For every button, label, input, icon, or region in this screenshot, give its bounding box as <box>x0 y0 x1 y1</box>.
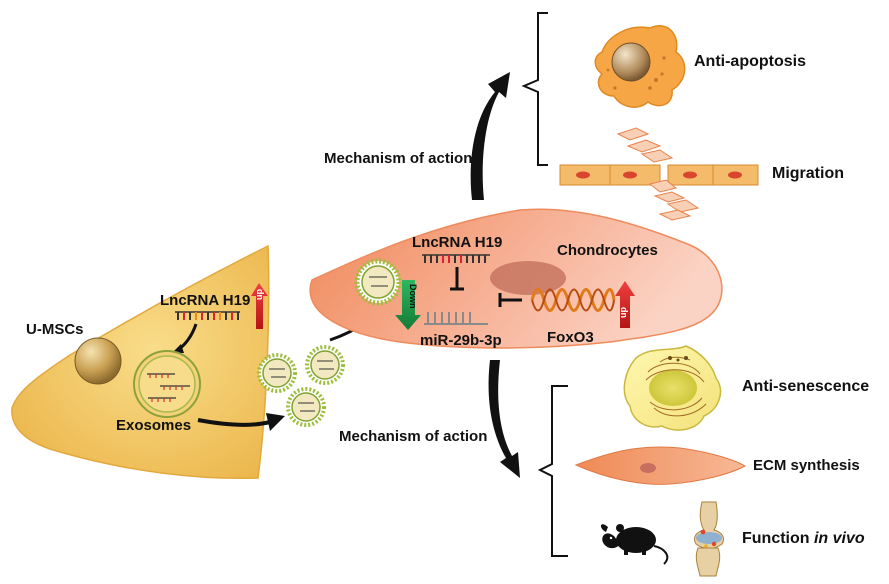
ecm-cell-illustration <box>574 446 747 485</box>
foxo3-label: FoxO3 <box>547 329 594 346</box>
up-text-umsc: up <box>254 289 264 300</box>
mir-strand <box>424 312 488 325</box>
up-arrow-foxo3 <box>615 281 635 328</box>
mouse-icon <box>600 524 669 565</box>
chondrocyte-nucleus <box>490 261 566 295</box>
exosome-in-umsc <box>133 350 201 418</box>
apoptosis-cell-illustration <box>594 25 686 108</box>
mechanism-top-label: Mechanism of action <box>324 150 473 167</box>
mir-29b-3p-label: miR-29b-3p <box>420 332 502 349</box>
exosome-in-chondrocyte <box>354 258 402 306</box>
senescence-cell-illustration <box>623 345 722 431</box>
up-text-foxo3: up <box>618 307 628 318</box>
released-exosomes <box>257 345 345 427</box>
up-arrow-umsc <box>251 283 268 329</box>
chondrocytes-label: Chondrocytes <box>557 242 658 259</box>
bracket-top <box>521 12 548 166</box>
anti-apoptosis-label: Anti-apoptosis <box>694 53 806 70</box>
arrow-umsc-to-exosomes <box>197 418 271 427</box>
arrow-mechanism-down <box>488 360 520 478</box>
lncrna-h19-label-chondro: LncRNA H19 <box>412 234 503 251</box>
ecm-synthesis-label: ECM synthesis <box>753 457 860 474</box>
function-italic: in vivo <box>813 530 865 547</box>
u-mscs-label: U-MSCs <box>26 321 84 338</box>
foxo3-helix <box>530 288 616 312</box>
lncrna-h19-label-umsc: LncRNA H19 <box>160 292 251 309</box>
function-prefix: Function <box>742 530 814 547</box>
lncrna-strand-umsc <box>175 311 240 320</box>
migration-label: Migration <box>772 165 844 182</box>
umsc-cell-body <box>11 244 270 480</box>
lncrna-strand-chondro <box>422 254 490 263</box>
down-text: Down <box>408 284 418 309</box>
bracket-bottom <box>537 385 568 557</box>
knee-joint-illustration <box>693 501 725 577</box>
exosomes-label: Exosomes <box>116 417 192 434</box>
down-arrow <box>395 280 421 330</box>
arrow-mechanism-up <box>470 72 510 200</box>
umsc-nucleus <box>74 337 122 385</box>
function-in-vivo-label: Function in vivo <box>742 531 865 547</box>
mechanism-bottom-label: Mechanism of action <box>339 428 488 445</box>
migration-illustration <box>559 127 759 221</box>
anti-senescence-label: Anti-senescence <box>742 378 870 395</box>
